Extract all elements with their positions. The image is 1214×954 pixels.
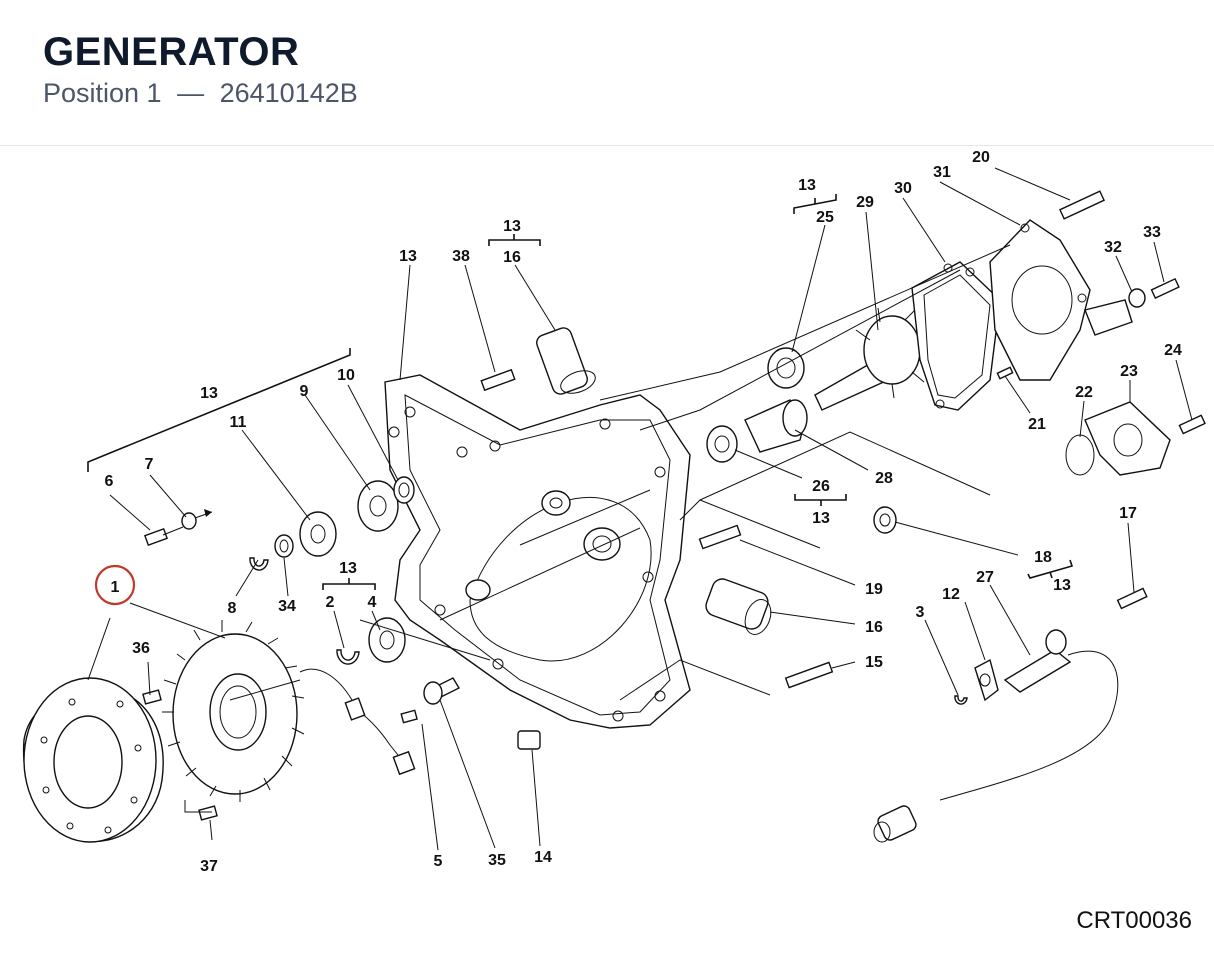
subtitle-separator: — [177,78,205,108]
callout-33[interactable]: 33 [1143,224,1161,241]
callout-13-ring-18[interactable]: 13 [1053,577,1071,594]
callout-9[interactable]: 9 [300,383,309,400]
callout-8[interactable]: 8 [228,600,237,617]
callout-22[interactable]: 22 [1075,384,1093,401]
callout-16-fitting[interactable]: 16 [503,249,521,266]
callout-5[interactable]: 5 [434,853,443,870]
callout-18[interactable]: 18 [1034,549,1052,566]
pickup-sensor-group [873,587,1148,843]
callout-10[interactable]: 10 [337,367,355,384]
callout-30[interactable]: 30 [894,180,912,197]
upper-small-parts [480,327,897,689]
callout-14[interactable]: 14 [534,849,552,866]
callout-20[interactable]: 20 [972,149,990,166]
drawing-code: CRT00036 [1076,907,1192,934]
bearing-group-left [142,476,541,821]
crankcase-cover [384,374,691,729]
callout-13-fitting-group[interactable]: 13 [503,218,521,235]
callout-35[interactable]: 35 [488,852,506,869]
selected-callout-label[interactable]: 1 [111,579,120,596]
stator [162,620,416,802]
callout-23[interactable]: 23 [1120,363,1138,380]
callout-32[interactable]: 32 [1104,239,1122,256]
callout-12[interactable]: 12 [942,586,960,603]
callout-19[interactable]: 19 [865,581,883,598]
callout-26[interactable]: 26 [812,478,830,495]
callout-31[interactable]: 31 [933,164,951,181]
page-header: GENERATOR Position 1 — 26410142B [0,0,1214,146]
page-subtitle: Position 1 — 26410142B [43,78,358,109]
callout-15[interactable]: 15 [865,654,883,671]
callout-3[interactable]: 3 [916,604,925,621]
page-title: GENERATOR [43,30,300,74]
callout-38[interactable]: 38 [452,248,470,265]
callout-13-left-group[interactable]: 13 [200,385,218,402]
leader-lines [87,167,1193,851]
callout-13-cover[interactable]: 13 [399,248,417,265]
exploded-parts-diagram: 1 2 3 4 5 6 7 8 9 10 11 12 13 13 13 13 1… [22,149,1206,875]
callout-6[interactable]: 6 [105,473,114,490]
callout-16-hose[interactable]: 16 [865,619,883,636]
callout-29[interactable]: 29 [856,194,874,211]
callout-27[interactable]: 27 [976,569,994,586]
callout-labels: 2 3 4 5 6 7 8 9 10 11 12 13 13 13 13 13 … [105,149,1182,875]
group-braces [87,194,1074,590]
callout-34[interactable]: 34 [278,598,296,615]
callout-28[interactable]: 28 [875,470,893,487]
callout-24[interactable]: 24 [1164,342,1182,359]
callout-36[interactable]: 36 [132,640,150,657]
part-number: 26410142B [219,78,358,108]
water-pump-group [706,190,1206,476]
callout-21[interactable]: 21 [1028,416,1046,433]
callout-13-bearing-group[interactable]: 13 [339,560,357,577]
callout-7[interactable]: 7 [145,456,154,473]
position-label: Position 1 [43,78,162,108]
callout-37[interactable]: 37 [200,858,218,875]
selected-callout-ring[interactable] [94,564,136,606]
rotor-flywheel [22,677,164,843]
callout-25[interactable]: 25 [816,209,834,226]
callout-17[interactable]: 17 [1119,505,1137,522]
callout-2[interactable]: 2 [326,594,335,611]
callout-13-seal-group[interactable]: 13 [798,177,816,194]
callout-11[interactable]: 11 [230,414,247,431]
callout-13-seal-26[interactable]: 13 [812,510,830,527]
callout-4[interactable]: 4 [368,594,377,611]
